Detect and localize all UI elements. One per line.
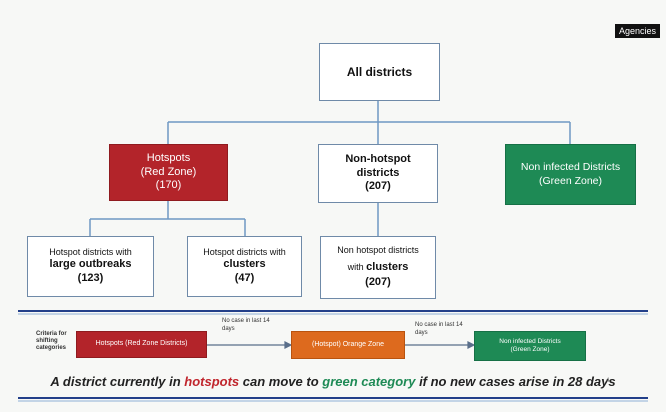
nonhotspot-clusters-word: clusters <box>366 261 409 274</box>
nonhotspot-clusters-count: (207) <box>365 276 391 289</box>
footer-part5: if no new cases arise in 28 days <box>415 374 616 389</box>
watermark-label: Agencies <box>614 24 660 38</box>
shift-orange-zone-label: (Hotspot) Orange Zone <box>312 340 384 348</box>
hotspots-title: Hotspots <box>146 151 191 164</box>
criteria-label: Criteria for shifting categories <box>36 331 67 352</box>
hotspot-clusters-box: Hotspot districts with clusters (47) <box>187 236 302 297</box>
page-number: 4 <box>606 378 610 384</box>
large-outbreaks-count: (123) <box>77 272 104 285</box>
non-hotspot-title: Non-hotspot <box>345 152 411 165</box>
non-hotspot-districts-box: Non-hotspot districts (207) <box>318 144 438 203</box>
footer-green-category: green category <box>322 374 416 389</box>
footer-part1: A district currently in <box>50 374 185 389</box>
hotspots-red-zone-box: Hotspots (Red Zone) (170) <box>109 144 228 201</box>
large-outbreaks-line1: Hotspot districts with <box>49 247 132 258</box>
non-infected-title: Non infected Districts <box>520 161 621 174</box>
nonhotspot-clusters-with: with <box>347 262 367 273</box>
shift-red-zone-box: Hotspots (Red Zone Districts) <box>76 331 207 358</box>
hotspots-zone: (Red Zone) <box>140 165 197 178</box>
nonhotspot-clusters-line2: with clusters <box>348 256 409 276</box>
all-districts-box: All districts <box>319 43 440 101</box>
large-outbreaks-box: Hotspot districts with large outbreaks (… <box>27 236 154 297</box>
non-infected-green-zone-box: Non infected Districts (Green Zone) <box>505 144 636 205</box>
shift-orange-zone-box: (Hotspot) Orange Zone <box>291 331 405 359</box>
footer-part3: can move to <box>239 374 323 389</box>
hotspot-clusters-line2: clusters <box>223 258 266 271</box>
footer-statement: A district currently in hotspots can mov… <box>0 374 666 389</box>
non-hotspot-count: (207) <box>365 180 391 193</box>
shift-red-zone-label: Hotspots (Red Zone Districts) <box>95 340 188 348</box>
arrow1-label: No case in last 14 days <box>222 318 270 332</box>
footer-hotspots: hotspots <box>184 374 240 389</box>
nonhotspot-clusters-line1: Non hotspot districts <box>337 245 419 255</box>
all-districts-label: All districts <box>346 64 413 79</box>
shift-green-zone-line1: Non infected Districts <box>499 337 561 345</box>
nonhotspot-clusters-box: Non hotspot districts with clusters (207… <box>320 236 436 299</box>
arrow2-label: No case in last 14 days <box>415 322 463 336</box>
hotspots-count: (170) <box>155 179 182 192</box>
arrow-red-to-orange-head <box>284 341 293 349</box>
shift-green-zone-box: Non infected Districts (Green Zone) <box>474 331 586 361</box>
non-hotspot-subtitle: districts <box>356 166 400 179</box>
non-infected-zone: (Green Zone) <box>538 174 603 187</box>
arrow-orange-to-green-head <box>467 341 476 349</box>
shift-green-zone-line2: (Green Zone) <box>510 346 550 353</box>
hotspot-clusters-count: (47) <box>234 272 255 285</box>
large-outbreaks-line2: large outbreaks <box>49 258 132 271</box>
hotspot-clusters-line1: Hotspot districts with <box>203 247 286 258</box>
